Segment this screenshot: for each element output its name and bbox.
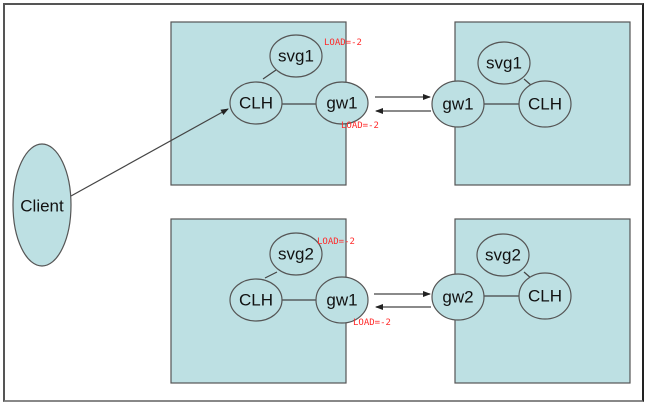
arrow-client-to-clh (70, 108, 229, 197)
node-svg[interactable] (269, 34, 323, 78)
node-clh-label: CLH (239, 94, 273, 113)
node-clh[interactable] (518, 272, 572, 320)
node-svg-label: svg2 (485, 246, 521, 265)
node-gw-label: gw1 (442, 95, 473, 114)
node-gw-label: gw1 (326, 291, 357, 310)
node-svg[interactable] (476, 233, 530, 277)
node-clh-label: CLH (239, 291, 273, 310)
node-client-label: Client (20, 197, 64, 216)
node-gw[interactable] (431, 273, 485, 321)
edge-clh-svg (264, 271, 278, 279)
node-clh-label: CLH (528, 287, 562, 306)
node-gw-label: gw1 (326, 94, 357, 113)
node-gw[interactable] (315, 81, 369, 125)
node-clh[interactable] (229, 278, 283, 322)
load-label: LOAD=-2 (341, 121, 379, 131)
node-svg-label: svg2 (278, 245, 314, 264)
load-label: LOAD=-2 (353, 318, 391, 328)
edge-clh-svg (262, 69, 277, 80)
node-gw[interactable] (431, 80, 485, 128)
node-clh[interactable] (518, 80, 572, 128)
node-clh-label: CLH (528, 95, 562, 114)
load-label: LOAD=-2 (317, 237, 355, 247)
node-svg[interactable] (269, 232, 323, 276)
node-client[interactable] (12, 143, 72, 267)
node-clh[interactable] (229, 81, 283, 125)
load-label: LOAD=-2 (324, 38, 362, 48)
node-svg-label: svg1 (486, 54, 522, 73)
node-svg-label: svg1 (278, 47, 314, 66)
node-gw[interactable] (315, 276, 369, 324)
node-svg[interactable] (477, 41, 531, 85)
node-gw-label: gw2 (442, 288, 473, 307)
